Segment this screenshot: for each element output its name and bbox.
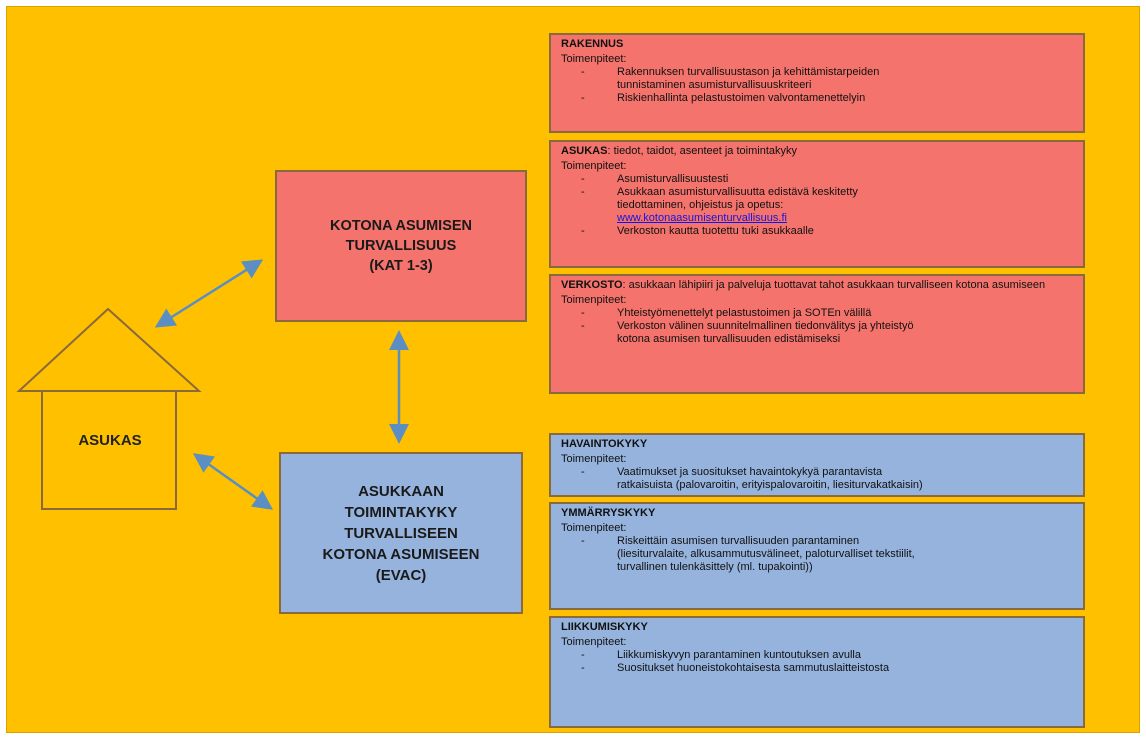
panel-list-item: Asukkaan asumisturvallisuutta edistävä k…: [581, 186, 1075, 225]
panel-item-text: Yhteistyömenettelyt pelastustoimen ja SO…: [617, 307, 872, 319]
capacity-line-1: ASUKKAAN: [358, 482, 444, 500]
panel-title-text: RAKENNUS: [561, 38, 624, 50]
arrow-house-to-safety: [154, 259, 264, 328]
capacity-line-2: TOIMINTAKYKY: [344, 503, 458, 521]
panel-liikkumiskyky: LIIKKUMISKYKY Toimenpiteet:Liikkumiskyvyn…: [549, 616, 1085, 728]
panel-item-text: tiedottaminen, ohjeistus ja opetus:: [617, 199, 784, 211]
panel-title-text: YMMÄRRYSKYKY: [561, 507, 656, 519]
panel-title: HAVAINTOKYKY: [561, 438, 1075, 451]
arrow-house-to-capacity: [192, 453, 274, 510]
panel-item-text: Riskienhallinta pelastustoimen valvontam…: [617, 92, 866, 104]
panel-item-list: AsumisturvallisuustestiAsukkaan asumistu…: [561, 173, 1075, 238]
panel-title-description: : tiedot, taidot, asenteet ja toimintaky…: [607, 145, 797, 157]
panel-item-text: Suositukset huoneistokohtaisesta sammutu…: [617, 662, 890, 674]
panel-item-list: Riskeittäin asumisen turvallisuuden para…: [561, 535, 1075, 574]
capacity-line-4: KOTONA ASUMISEEN: [322, 545, 480, 563]
panel-title-description: : asukkaan lähipiiri ja palveluja tuotta…: [622, 279, 1046, 291]
panel-havaintokyky: HAVAINTOKYKY Toimenpiteet:Vaatimukset ja …: [549, 433, 1085, 497]
panel-list-item: Rakennuksen turvallisuustason ja kehittä…: [581, 66, 1075, 92]
panel-title: VERKOSTO: asukkaan lähipiiri ja palveluj…: [561, 279, 1075, 292]
panel-subtitle: Toimenpiteet:: [561, 294, 627, 306]
panel-item-list: Rakennuksen turvallisuustason ja kehittä…: [561, 66, 1075, 105]
house-icon: [16, 307, 202, 510]
panel-item-list: Liikkumiskyvyn parantaminen kuntoutuksen…: [561, 649, 1075, 675]
panel-asukas: ASUKAS: tiedot, taidot, asenteet ja toim…: [549, 140, 1085, 268]
panel-subtitle: Toimenpiteet:: [561, 160, 627, 172]
panel-item-text: ratkaisuista (palovaroitin, erityispalov…: [617, 479, 923, 491]
panel-item-text: (liesiturvalaite, alkusammutusvälineet, …: [617, 548, 915, 560]
website-link[interactable]: www.kotonaasumisenturvallisuus.fi: [617, 212, 787, 224]
panel-item-text: turvallinen tulenkäsittely (ml. tupakoin…: [617, 561, 813, 573]
home-safety-line-1: KOTONA ASUMISEN: [329, 218, 473, 234]
panel-item-text: Verkoston välinen suunnitelmallinen tied…: [617, 320, 914, 332]
panel-list-item: Suositukset huoneistokohtaisesta sammutu…: [581, 662, 1075, 675]
capacity-line-5: (EVAC): [375, 566, 427, 584]
panel-list-item: Asumisturvallisuustesti: [581, 173, 1075, 186]
resident-capacity-box: ASUKKAAN TOIMINTAKYKY TURVALLISEEN KOTON…: [279, 452, 523, 614]
panel-ymmarryskyky: YMMÄRRYSKYKY Toimenpiteet:Riskeittäin asu…: [549, 502, 1085, 610]
panel-list-item: Yhteistyömenettelyt pelastustoimen ja SO…: [581, 307, 1075, 320]
panel-list-item: Verkoston kautta tuotettu tuki asukkaall…: [581, 225, 1075, 238]
panel-title: LIIKKUMISKYKY: [561, 621, 1075, 634]
panel-item-text: Verkoston kautta tuotettu tuki asukkaall…: [617, 225, 814, 237]
panel-item-list: Yhteistyömenettelyt pelastustoimen ja SO…: [561, 307, 1075, 346]
panel-title-text: VERKOSTO: [561, 279, 623, 291]
house-label: ASUKAS: [78, 432, 142, 449]
panel-list-item: Liikkumiskyvyn parantaminen kuntoutuksen…: [581, 649, 1075, 662]
panel-subtitle: Toimenpiteet:: [561, 636, 627, 648]
panel-subtitle: Toimenpiteet:: [561, 522, 627, 534]
panel-rakennus: RAKENNUS Toimenpiteet:Rakennuksen turvall…: [549, 33, 1085, 133]
panel-item-text: Liikkumiskyvyn parantaminen kuntoutuksen…: [617, 649, 861, 661]
panel-subtitle: Toimenpiteet:: [561, 453, 627, 465]
panel-item-text: Riskeittäin asumisen turvallisuuden para…: [617, 535, 860, 547]
home-safety-box: KOTONA ASUMISEN TURVALLISUUS (KAT 1-3): [275, 170, 527, 322]
panel-item-text: Vaatimukset ja suositukset havaintokykyä…: [617, 466, 883, 478]
home-safety-line-2: TURVALLISUUS: [345, 238, 457, 254]
panel-list-item: Verkoston välinen suunnitelmallinen tied…: [581, 320, 1075, 346]
panel-verkosto: VERKOSTO: asukkaan lähipiiri ja palveluj…: [549, 274, 1085, 394]
panel-item-text: Asukkaan asumisturvallisuutta edistävä k…: [617, 186, 858, 198]
panel-title: YMMÄRRYSKYKY: [561, 507, 1075, 520]
panel-title-text: HAVAINTOKYKY: [561, 438, 648, 450]
panel-list-item: Riskeittäin asumisen turvallisuuden para…: [581, 535, 1075, 574]
panel-title-text: LIIKKUMISKYKY: [561, 621, 648, 633]
panel-item-text: Rakennuksen turvallisuustason ja kehittä…: [617, 66, 880, 78]
home-safety-line-3: (KAT 1-3): [369, 258, 433, 274]
panel-list-item: Riskienhallinta pelastustoimen valvontam…: [581, 92, 1075, 105]
panel-title: RAKENNUS: [561, 38, 1075, 51]
panel-subtitle: Toimenpiteet:: [561, 53, 627, 65]
panel-item-text: Asumisturvallisuustesti: [617, 173, 729, 185]
connector-arrows: [154, 259, 409, 510]
panel-item-list: Vaatimukset ja suositukset havaintokykyä…: [561, 466, 1075, 492]
panel-list-item: Vaatimukset ja suositukset havaintokykyä…: [581, 466, 1075, 492]
panel-item-text: kotona asumisen turvallisuuden edistämis…: [617, 333, 841, 345]
diagram-canvas: ASUKAS KOTONA ASUMISEN TURVALLISUUS (KAT…: [6, 6, 1140, 733]
panel-title-text: ASUKAS: [561, 145, 608, 157]
panel-title: ASUKAS: tiedot, taidot, asenteet ja toim…: [561, 145, 1075, 158]
panel-item-text: tunnistaminen asumisturvallisuuskriteeri: [617, 79, 812, 91]
capacity-line-3: TURVALLISEEN: [344, 524, 458, 542]
